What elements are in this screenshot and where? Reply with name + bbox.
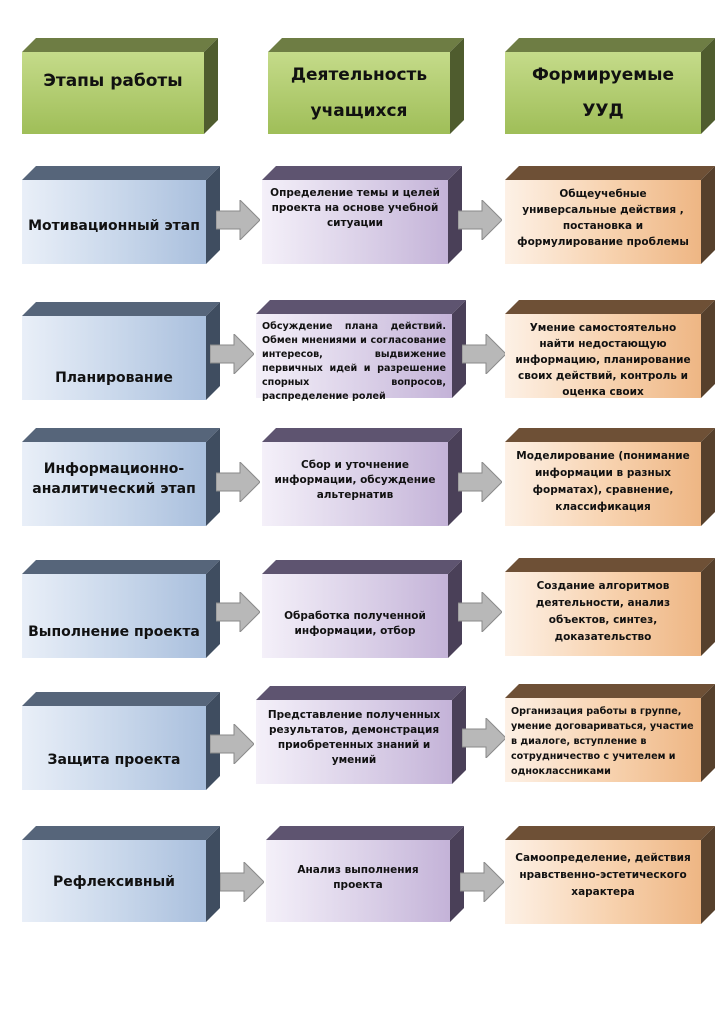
stage-box-5: Защита проекта (22, 692, 220, 790)
arrow-right-icon (460, 862, 504, 902)
activity-box-1: Определение темы и целей проекта на осно… (262, 166, 462, 264)
uud-box-1: Общеучебные универсальные действия , пос… (505, 166, 715, 264)
header-uud-line2: УУД (582, 101, 624, 121)
activity-text: Определение темы и целей проекта на осно… (270, 187, 440, 229)
header-stages: Этапы работы (22, 38, 218, 134)
arrow-right-icon (220, 862, 264, 902)
stage-label: Защита проекта (47, 752, 181, 768)
uud-text: Общеучебные универсальные действия , пос… (517, 188, 689, 248)
header-activity-line1: Деятельность (290, 65, 428, 85)
stage-label-line2: аналитический этап (32, 481, 196, 497)
activity-text: Обработка полученной информации, отбор (284, 610, 426, 637)
arrow-right-icon (462, 718, 506, 758)
stage-box-6: Рефлексивный (22, 826, 220, 922)
uud-text: Создание алгоритмов деятельности, анализ… (535, 580, 671, 643)
stage-box-4: Выполнение проекта (22, 560, 220, 658)
header-uud: Формируемые УУД (505, 38, 715, 134)
uud-box-3: Моделирование (понимание информации в ра… (505, 428, 715, 526)
stage-box-1: Мотивационный этап (22, 166, 220, 264)
stage-label: Рефлексивный (52, 874, 175, 890)
stage-box-2: Планирование (22, 302, 220, 400)
arrow-right-icon (458, 462, 502, 502)
activity-text: Сбор и уточнение информации, обсуждение … (274, 459, 436, 501)
activity-box-5: Представление полученных результатов, де… (256, 686, 466, 784)
header-activity: Деятельность учащихся (268, 38, 464, 134)
arrow-right-icon (458, 592, 502, 632)
arrow-right-icon (210, 724, 254, 764)
stage-label-line1: Информационно- (43, 461, 185, 477)
activity-box-4: Обработка полученной информации, отбор (262, 560, 462, 658)
arrow-right-icon (216, 200, 260, 240)
activity-box-3: Сбор и уточнение информации, обсуждение … (262, 428, 462, 526)
uud-box-4: Создание алгоритмов деятельности, анализ… (505, 558, 715, 656)
uud-box-5: Организация работы в группе, умение дого… (505, 684, 715, 782)
stage-label: Планирование (55, 370, 173, 386)
header-activity-line2: учащихся (310, 101, 408, 121)
uud-text: Самоопределение, действия нравственно-эс… (515, 852, 691, 898)
arrow-right-icon (216, 462, 260, 502)
arrow-right-icon (462, 334, 506, 374)
arrow-right-icon (210, 334, 254, 374)
arrow-right-icon (216, 592, 260, 632)
activity-text: Обсуждение плана действий. Обмен мнениям… (262, 321, 446, 402)
header-uud-line1: Формируемые (531, 65, 675, 85)
uud-box-6: Самоопределение, действия нравственно-эс… (505, 826, 715, 924)
header-stages-label: Этапы работы (43, 71, 183, 91)
uud-text: Моделирование (понимание информации в ра… (516, 450, 690, 513)
stage-label: Выполнение проекта (28, 624, 200, 640)
activity-box-2: Обсуждение плана действий. Обмен мнениям… (256, 300, 466, 402)
uud-box-2: Умение самостоятельно найти недостающую … (505, 300, 715, 398)
stage-label: Мотивационный этап (28, 218, 200, 234)
activity-text: Представление полученных результатов, де… (267, 709, 441, 766)
activity-box-6: Анализ выполнения проекта (266, 826, 464, 922)
arrow-right-icon (458, 200, 502, 240)
stage-box-3: Информационно- аналитический этап (22, 428, 220, 526)
uud-text: Организация работы в группе, умение дого… (511, 706, 694, 777)
activity-text: Анализ выполнения проекта (297, 864, 419, 891)
uud-text: Умение самостоятельно найти недостающую … (515, 322, 691, 398)
